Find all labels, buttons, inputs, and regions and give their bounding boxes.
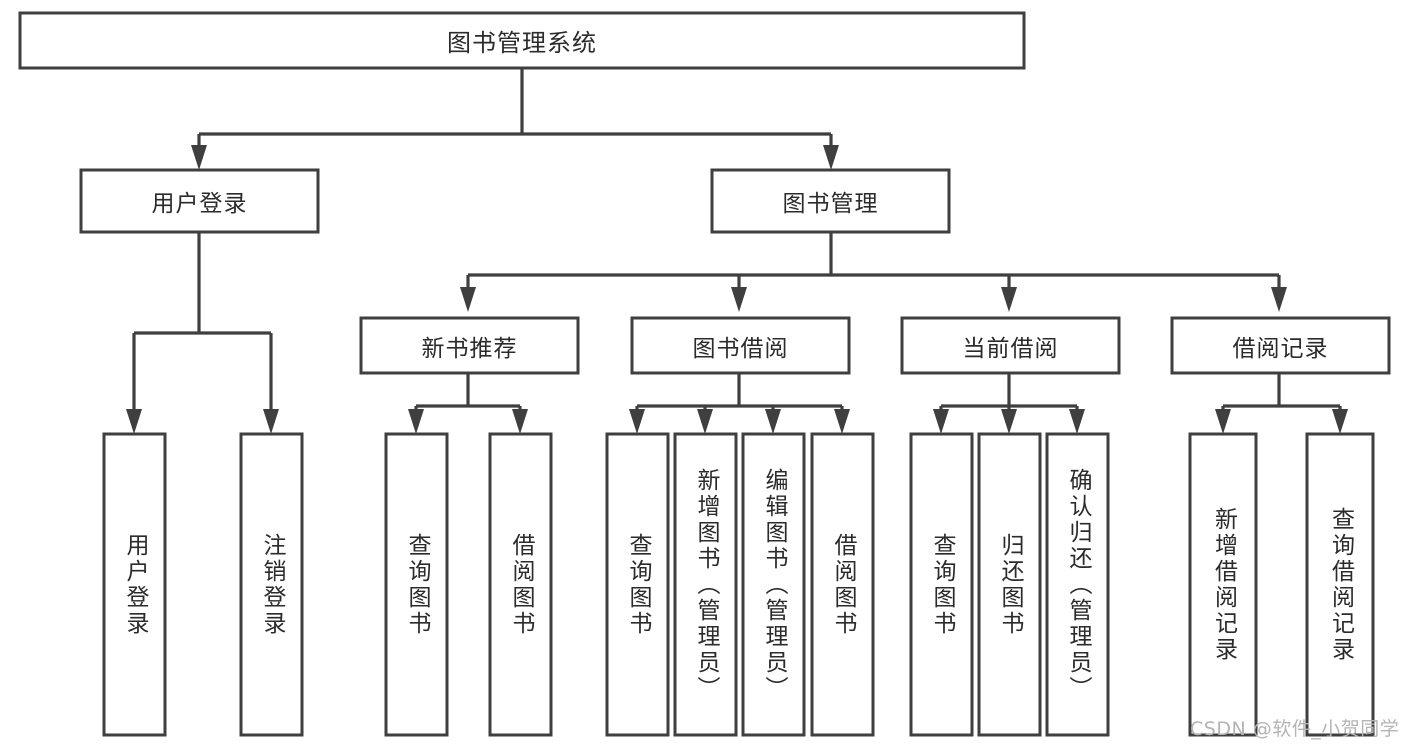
leaf-box-query-book-1[interactable] [384, 432, 449, 737]
node-box-current-borrow[interactable] [900, 316, 1121, 375]
connector-newbook-to-leaves [408, 373, 528, 434]
leaf-box-add-borrow-record[interactable] [1188, 432, 1258, 737]
node-box-new-book-recommend[interactable] [359, 316, 580, 375]
leaf-box-query-borrow-record[interactable] [1305, 432, 1375, 737]
node-box-book-management[interactable] [710, 168, 951, 234]
node-box-book-borrow[interactable] [630, 316, 851, 375]
connector-root-to-level1 [191, 68, 839, 170]
leaf-box-query-book-2[interactable] [605, 432, 670, 737]
connector-bookborrow-to-leaves [629, 373, 850, 434]
node-box-user-login[interactable] [79, 168, 320, 234]
leaf-box-return-book[interactable] [977, 432, 1042, 737]
leaf-box-borrow-book-1[interactable] [488, 432, 553, 737]
leaf-box-borrow-book-2[interactable] [810, 432, 875, 737]
connector-borrowrecord-to-leaves [1215, 373, 1348, 434]
leaf-box-confirm-return-admin[interactable] [1045, 432, 1110, 737]
leaf-box-query-book-3[interactable] [909, 432, 974, 737]
connector-bookmgmt-to-level2 [460, 232, 1287, 312]
leaf-box-logout[interactable] [239, 432, 304, 737]
node-box-root[interactable] [18, 11, 1026, 70]
leaf-box-user-login[interactable] [102, 432, 167, 737]
leaf-box-edit-book-admin[interactable] [741, 432, 806, 737]
leaf-box-add-book-admin[interactable] [673, 432, 738, 737]
connector-currentborrow-to-leaves [933, 373, 1085, 434]
connector-userlogin-to-leaves [126, 232, 279, 434]
node-box-borrow-record[interactable] [1170, 316, 1391, 375]
